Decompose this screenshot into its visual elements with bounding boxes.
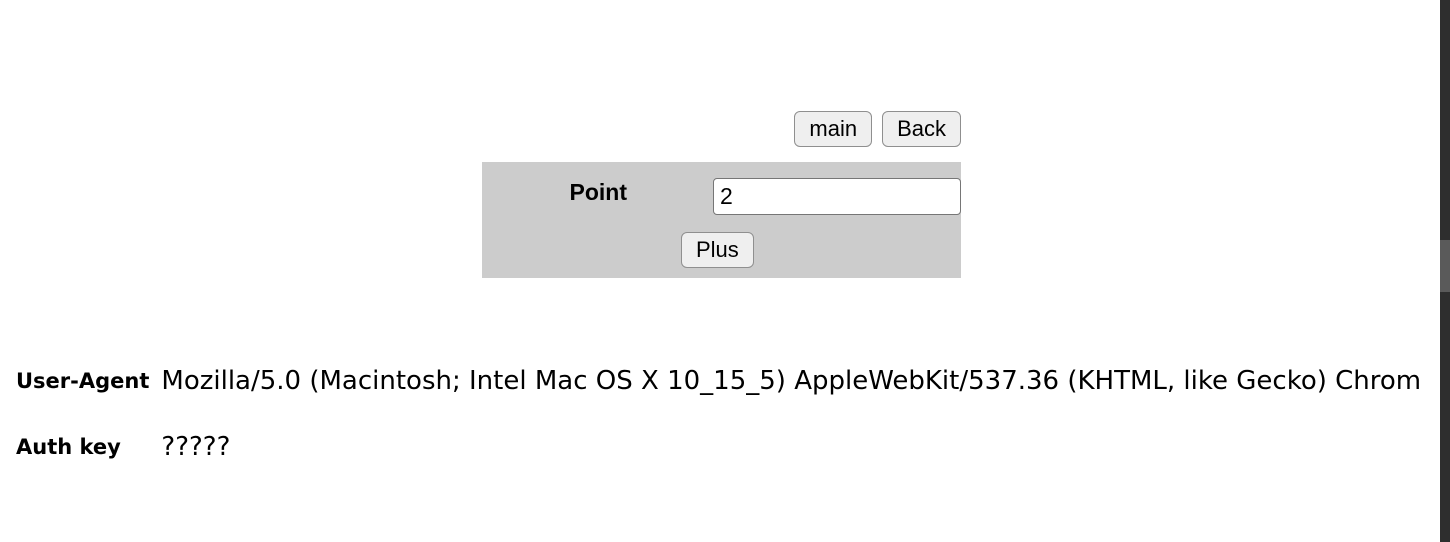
table-row: User-Agent Mozilla/5.0 (Macintosh; Intel… bbox=[16, 362, 1421, 400]
user-agent-header: User-Agent bbox=[16, 369, 150, 393]
auth-key-header: Auth key bbox=[16, 435, 121, 459]
point-input[interactable] bbox=[713, 178, 961, 215]
back-button[interactable]: Back bbox=[882, 111, 961, 147]
main-button[interactable]: main bbox=[794, 111, 873, 147]
point-field-row: Point bbox=[482, 170, 961, 215]
auth-key-value: ????? bbox=[161, 432, 231, 462]
request-info-table: User-Agent Mozilla/5.0 (Macintosh; Intel… bbox=[16, 362, 1421, 466]
nav-button-row: main Back bbox=[0, 111, 961, 147]
point-form-panel: Point Plus bbox=[482, 162, 961, 278]
table-row: Auth key ????? bbox=[16, 400, 1421, 466]
viewport-clip-edge bbox=[1440, 0, 1450, 542]
user-agent-value: Mozilla/5.0 (Macintosh; Intel Mac OS X 1… bbox=[161, 366, 1422, 396]
submit-row: Plus bbox=[482, 232, 961, 268]
plus-button[interactable]: Plus bbox=[681, 232, 754, 268]
viewport-clip-edge-highlight bbox=[1440, 240, 1450, 292]
point-label: Point bbox=[569, 179, 628, 205]
